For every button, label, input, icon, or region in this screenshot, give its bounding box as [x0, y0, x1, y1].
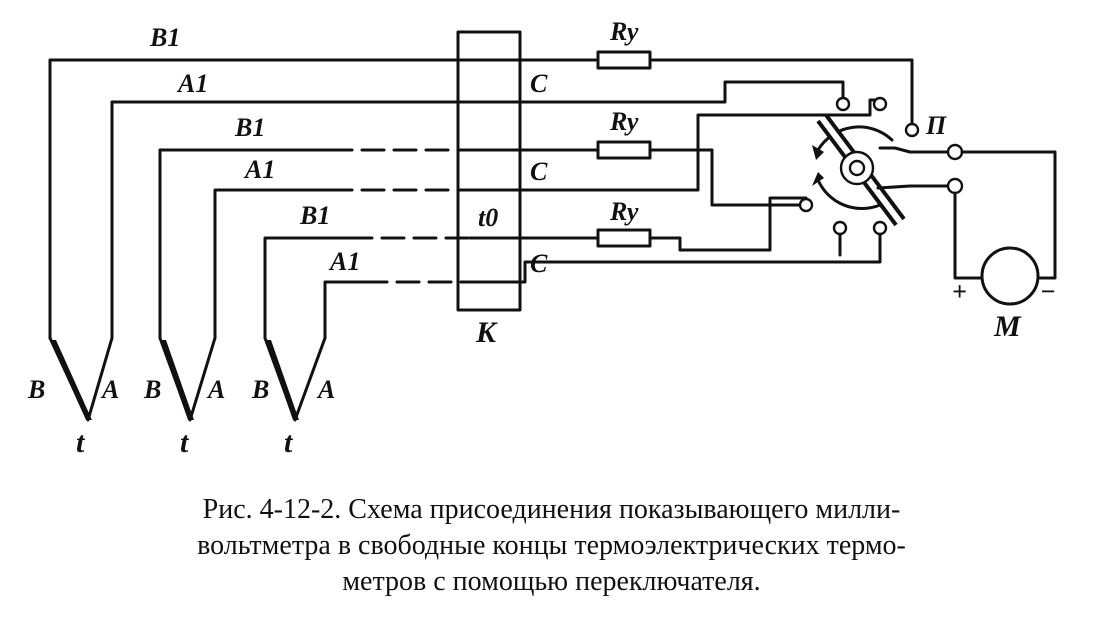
millivoltmeter-m [980, 246, 1040, 306]
label-a1: A1 [328, 247, 360, 276]
wire-c2-minus [490, 98, 882, 192]
wire-a1-tc2 [213, 188, 332, 340]
switch-contact [872, 220, 888, 236]
wire-meter-minus [960, 150, 1057, 280]
label-c: C [530, 249, 548, 278]
selector-switch [812, 113, 957, 227]
label-c: C [530, 157, 548, 186]
label-plus: + [952, 277, 967, 306]
resistor-ry-3 [596, 228, 652, 248]
resistor-ry-1 [596, 50, 652, 70]
label-c: C [530, 69, 548, 98]
label-t: t [284, 426, 294, 459]
wire-c2-plus [648, 148, 808, 207]
wire-b1-tc1 [48, 58, 494, 340]
label-t: t [76, 426, 86, 459]
label-b1: B1 [149, 23, 180, 52]
terminal-p-top [946, 143, 964, 161]
label-p: П [925, 111, 947, 140]
caption-line: метров с помощью переключателя. [342, 566, 761, 597]
wire-c3-plus [648, 196, 808, 252]
terminal-block-k [456, 30, 522, 312]
switch-contact [904, 122, 920, 138]
label-k: K [475, 316, 498, 349]
label-a: A [100, 375, 119, 404]
thermocouple-1 [48, 336, 114, 422]
label-a1: A1 [176, 69, 208, 98]
label-t0: t0 [478, 203, 498, 232]
terminal-p-bottom [946, 177, 964, 195]
switch-contact [832, 220, 848, 236]
wire-a1-tc3 [323, 280, 367, 340]
wire-c1-minus [490, 80, 845, 104]
thermocouple-3 [263, 336, 327, 422]
label-m: M [993, 310, 1022, 343]
wire-c3-minus [490, 230, 882, 284]
resistor-ry-2 [596, 140, 652, 160]
label-ry: Ry [609, 197, 639, 226]
switch-contact [835, 96, 851, 112]
switch-contact [798, 197, 814, 213]
wire-meter-plus [953, 191, 982, 280]
label-t: t [180, 426, 190, 459]
thermocouple-2 [158, 336, 217, 422]
caption-line: Рис. 4-12-2. Схема присоединения показыв… [202, 494, 901, 525]
caption-line: вольтметра в свободные концы термоэлектр… [197, 530, 906, 561]
label-b: B [27, 375, 45, 404]
wiring-diagram: B1 A1 B1 A1 B1 A1 C C C Ry Ry Ry t0 K П … [27, 17, 1057, 459]
label-b: B [143, 375, 161, 404]
label-ry: Ry [609, 107, 639, 136]
figure-caption: Рис. 4-12-2. Схема присоединения показыв… [20, 492, 1083, 600]
label-b1: B1 [234, 113, 265, 142]
wire-b1-tc2 [158, 148, 332, 340]
label-b1: B1 [299, 201, 330, 230]
wire-b1-tc3 [263, 236, 352, 340]
label-a: A [206, 375, 225, 404]
switch-contact [872, 96, 888, 112]
wire-a1-tc1 [110, 100, 494, 340]
label-minus: − [1040, 277, 1056, 306]
label-a: A [316, 375, 335, 404]
label-a1: A1 [243, 155, 275, 184]
label-b: B [251, 375, 269, 404]
wire-c1-plus [648, 58, 914, 130]
label-ry: Ry [609, 17, 639, 46]
